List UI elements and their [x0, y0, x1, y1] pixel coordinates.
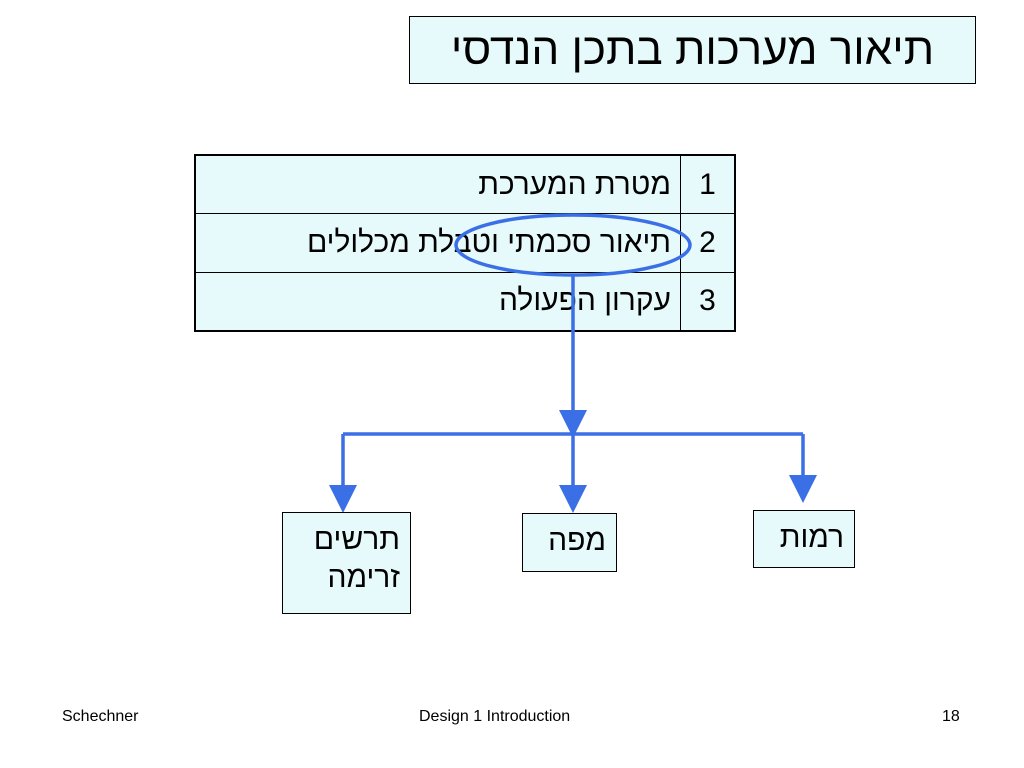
node-flowchart: תרשים זרימה: [282, 512, 411, 614]
highlight-ellipse: [454, 213, 692, 277]
table-row: עקרון הפעולה 3: [194, 271, 736, 332]
table-row: תיאור סכמתי וטבלת מכלולים 2: [194, 213, 736, 273]
footer-author: Schechner: [62, 708, 139, 725]
topic-table: מטרת המערכת 1 תיאור סכמתי וטבלת מכלולים …: [194, 154, 736, 332]
node-flowchart-line2: זרימה: [327, 561, 400, 594]
footer-course: Design 1 Introduction: [419, 708, 571, 725]
row-number: 2: [680, 213, 736, 273]
footer-page-number: 18: [942, 708, 960, 725]
row-text: עקרון הפעולה: [194, 271, 681, 332]
node-map: מפה: [522, 513, 617, 572]
node-flowchart-line1: תרשים: [313, 523, 400, 556]
row-number: 1: [680, 154, 736, 215]
slide-title: תיאור מערכות בתכן הנדסי: [409, 16, 976, 84]
row-number: 3: [680, 271, 736, 332]
node-map-label: מפה: [548, 524, 606, 557]
row-text: תיאור סכמתי וטבלת מכלולים: [194, 213, 681, 273]
node-levels-label: רמות: [779, 521, 844, 554]
node-levels: רמות: [753, 510, 855, 568]
